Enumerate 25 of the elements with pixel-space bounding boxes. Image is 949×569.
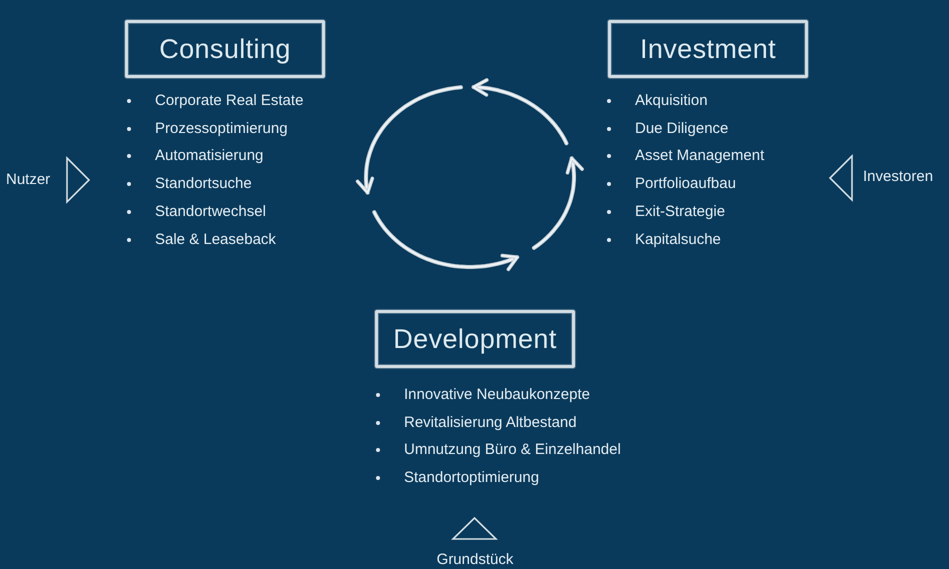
list-item: Asset Management	[635, 147, 764, 166]
list-item: Standortsuche	[155, 175, 252, 194]
list-item: Automatisierung	[155, 147, 264, 166]
list-item: Portfolioaufbau	[635, 175, 736, 194]
side-label: Grundstück	[436, 551, 514, 569]
heading-text: Investment	[640, 33, 776, 65]
list-item: Prozessoptimierung	[155, 120, 288, 138]
list-item: Sale & Leaseback	[155, 230, 276, 249]
list-item: Akquisition	[635, 92, 708, 110]
list-item: Innovative Neubaukonzepte	[404, 386, 590, 404]
list-item: Standortoptimierung	[404, 469, 540, 488]
side-label: Nutzer	[6, 171, 50, 189]
side-label: Investoren	[863, 168, 934, 186]
list-item: Umnutzung Büro & Einzelhandel	[404, 441, 621, 460]
list-item: Due Diligence	[635, 120, 728, 138]
list-item: Exit-Strategie	[635, 203, 726, 222]
heading-box	[125, 20, 325, 78]
list-item: Kapitalsuche	[635, 230, 721, 249]
list-item: Corporate Real Estate	[155, 92, 304, 110]
heading-box	[375, 310, 575, 368]
heading-text: Consulting	[159, 33, 291, 65]
heading-text: Development	[393, 323, 557, 355]
heading-box	[608, 20, 808, 78]
list-item: Standortwechsel	[155, 203, 266, 222]
list-item: Revitalisierung Altbestand	[404, 414, 577, 432]
